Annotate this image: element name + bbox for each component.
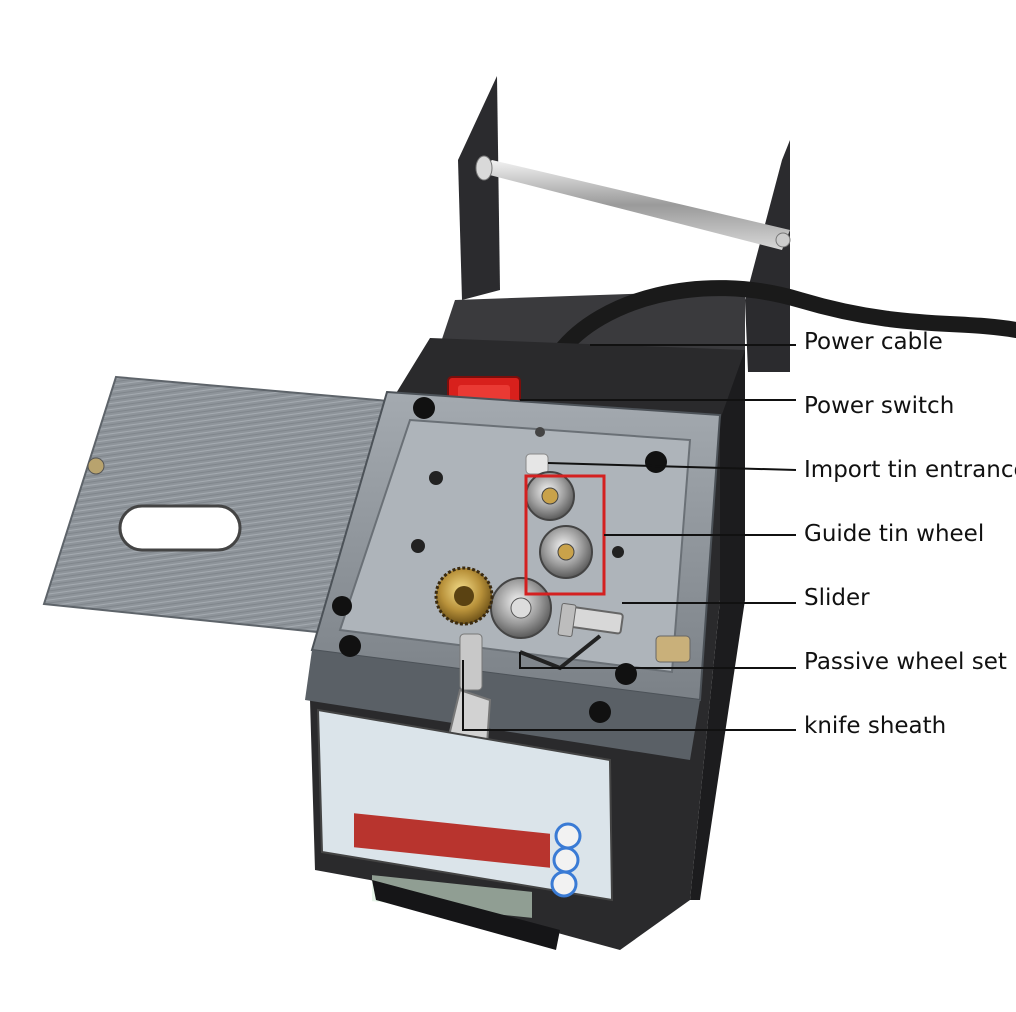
- callout-import-tin-entrance: Import tin entrance: [804, 457, 1016, 483]
- led-display: [354, 813, 550, 868]
- leader-knife-sheath: [462, 660, 796, 731]
- callout-passive-wheel-set: Passive wheel set: [804, 649, 1007, 675]
- callout-knife-sheath: knife sheath: [804, 713, 947, 739]
- callout-guide-tin-wheel: Guide tin wheel: [804, 521, 985, 547]
- guide-plate: [42, 375, 402, 642]
- control-panel: [316, 708, 614, 918]
- spool-rod: [478, 160, 790, 250]
- leader-import-tin-entrance: [547, 462, 797, 471]
- plate-slot: [118, 504, 242, 552]
- callout-slider: Slider: [804, 585, 870, 611]
- leader-lines: [462, 344, 797, 731]
- spool-holder: [440, 76, 791, 372]
- power-cable: [552, 280, 1016, 360]
- callout-power-switch: Power switch: [804, 393, 955, 419]
- callout-power-cable: Power cable: [804, 329, 943, 355]
- leader-passive-wheel-set: [519, 652, 796, 669]
